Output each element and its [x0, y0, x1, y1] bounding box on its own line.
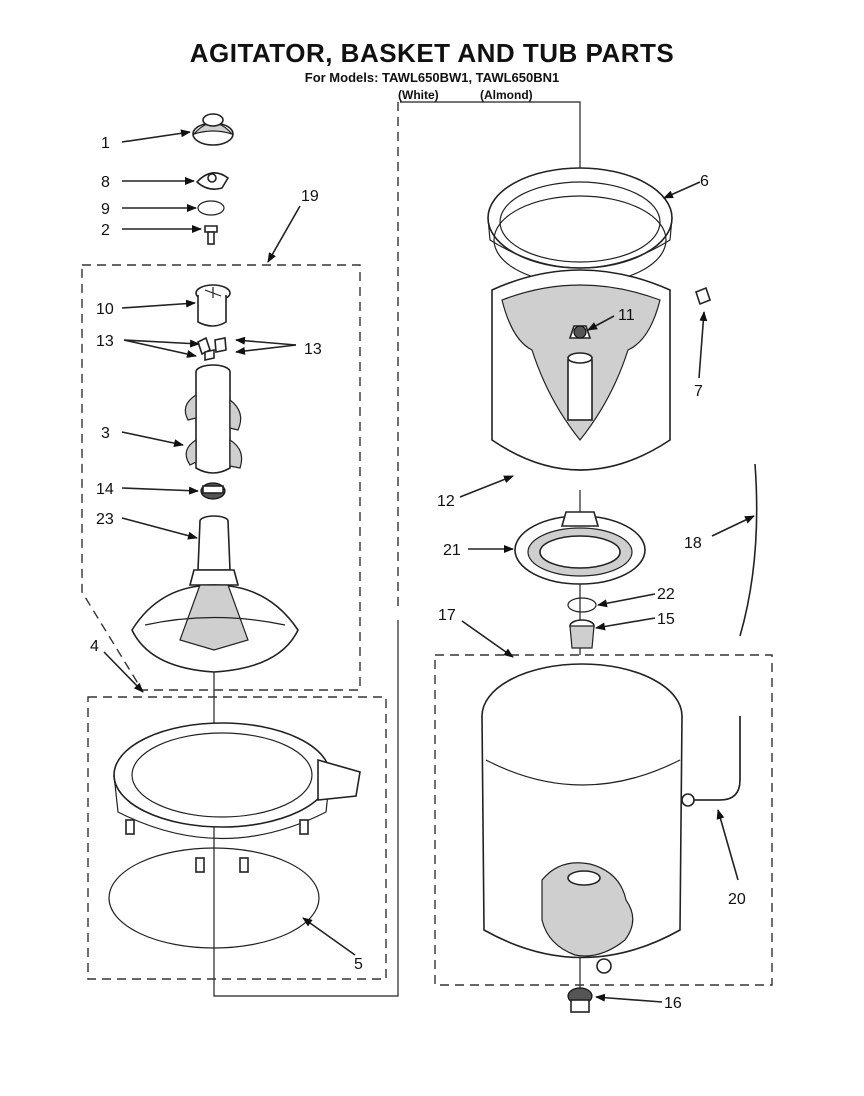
callout-12: 12 [437, 493, 455, 510]
callout-7: 7 [694, 383, 703, 400]
spin-basket-part [491, 269, 671, 471]
agitator-cam-part [195, 284, 231, 327]
tub-strap-part [739, 463, 758, 637]
balance-ring-part [487, 167, 673, 285]
agitator-dogs-part [197, 336, 227, 361]
callout-1: 1 [101, 135, 110, 152]
cap-clip-part [195, 172, 230, 190]
callout-10: 10 [96, 301, 114, 318]
agitator-base-part [131, 515, 299, 673]
pump-hose-part [681, 716, 741, 807]
variant-white-label: (White) [398, 88, 439, 102]
callout-14: 14 [96, 481, 114, 498]
callout-6: 6 [700, 173, 709, 190]
callout-8: 8 [101, 174, 110, 191]
variant-almond-label: (Almond) [480, 88, 533, 102]
outer-tub-part [481, 663, 683, 974]
models-subtitle: For Models: TAWL650BW1, TAWL650BN1 [304, 70, 560, 85]
callout-21: 21 [443, 542, 461, 559]
callout-4: 4 [90, 638, 99, 655]
o-ring-part [197, 200, 225, 216]
group-4-tub-ring-box [87, 696, 387, 980]
center-bushing-part [567, 987, 593, 1013]
callout-18: 18 [684, 535, 702, 552]
callout-19: 19 [301, 188, 319, 205]
callout-13-left: 13 [96, 333, 114, 350]
callout-11: 11 [618, 307, 635, 324]
callout-17: 17 [438, 607, 456, 624]
callout-15: 15 [657, 611, 675, 628]
group-17-outer-tub-box [434, 654, 773, 986]
drive-hub-part [569, 619, 595, 649]
callout-20: 20 [728, 891, 746, 908]
brake-assembly-part [514, 511, 646, 585]
hub-nut-part [573, 325, 587, 339]
callout-23: 23 [96, 511, 114, 528]
agitator-barrel-part [184, 364, 243, 474]
bolt-part [204, 225, 218, 245]
tub-seal-part [108, 847, 320, 949]
callout-3: 3 [101, 425, 110, 442]
callout-16: 16 [664, 995, 682, 1012]
callout-9: 9 [101, 201, 110, 218]
tub-ring-part [113, 722, 361, 873]
hub-ring-part [567, 597, 597, 613]
group-19-agitator-box [81, 264, 361, 691]
drive-coupling-part [200, 482, 226, 500]
callout-5: 5 [354, 956, 363, 973]
agitator-cap-part [192, 113, 234, 146]
ring-clip-part [695, 286, 711, 306]
callout-22: 22 [657, 586, 675, 603]
page-title: AGITATOR, BASKET AND TUB PARTS [189, 38, 675, 68]
callout-arrows [103, 129, 755, 1003]
callout-2: 2 [101, 222, 110, 239]
callout-13-right: 13 [304, 341, 322, 358]
